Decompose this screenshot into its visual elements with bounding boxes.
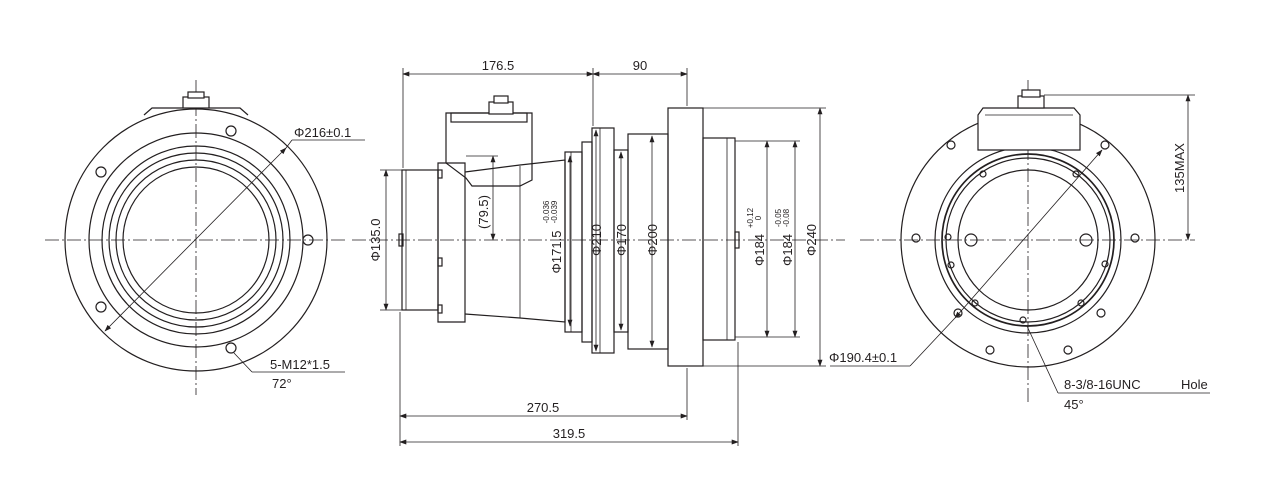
dim-phi-170: Φ170 <box>614 224 629 256</box>
dim-79-5: (79.5) <box>476 195 491 229</box>
dim-90: 90 <box>633 58 647 73</box>
tol-184-a-lower: 0 <box>754 215 763 220</box>
dim-135-max: 135MAX <box>1172 143 1187 193</box>
callout-left-pcd: Φ216±0.1 <box>294 125 351 140</box>
dim-phi-184-b: Φ184 <box>780 234 795 266</box>
callout-right-holes: 8-3/8-16UNC <box>1064 377 1141 392</box>
callout-right-hole-word: Hole <box>1181 377 1208 392</box>
left-end-view <box>45 80 365 395</box>
left-bolt-holes <box>95 125 314 354</box>
callout-labels: Φ216±0.1 5-M12*1.5 72° Φ190.4±0.1 8-3/8-… <box>270 125 1208 412</box>
tol-184-a-upper: +0.12 <box>746 207 755 228</box>
callout-right-angle: 45° <box>1064 397 1084 412</box>
callout-left-holes: 5-M12*1.5 <box>270 357 330 372</box>
dim-phi-240: Φ240 <box>804 224 819 256</box>
callout-right-pcd: Φ190.4±0.1 <box>829 350 897 365</box>
dim-270-5: 270.5 <box>527 400 560 415</box>
tol-171-5-lower: -0.039 <box>550 200 559 223</box>
dim-phi-135: Φ135.0 <box>368 219 383 262</box>
dimension-labels: 176.5 90 270.5 319.5 Φ135.0 (79.5) Φ171.… <box>368 58 1187 441</box>
callout-left-angle: 72° <box>272 376 292 391</box>
tol-171-5-upper: -0.036 <box>542 200 551 223</box>
right-end-view <box>830 80 1210 405</box>
side-view <box>352 68 845 446</box>
dim-phi-200: Φ200 <box>645 224 660 256</box>
dim-176-5: 176.5 <box>482 58 515 73</box>
dim-319-5: 319.5 <box>553 426 586 441</box>
dim-phi-210: Φ210 <box>589 224 604 256</box>
dim-phi-184-a: Φ184 <box>752 234 767 266</box>
dim-phi-171-5: Φ171.5 <box>549 231 564 274</box>
tol-184-b-upper: -0.05 <box>774 208 783 227</box>
tol-184-b-lower: -0.08 <box>782 208 791 227</box>
